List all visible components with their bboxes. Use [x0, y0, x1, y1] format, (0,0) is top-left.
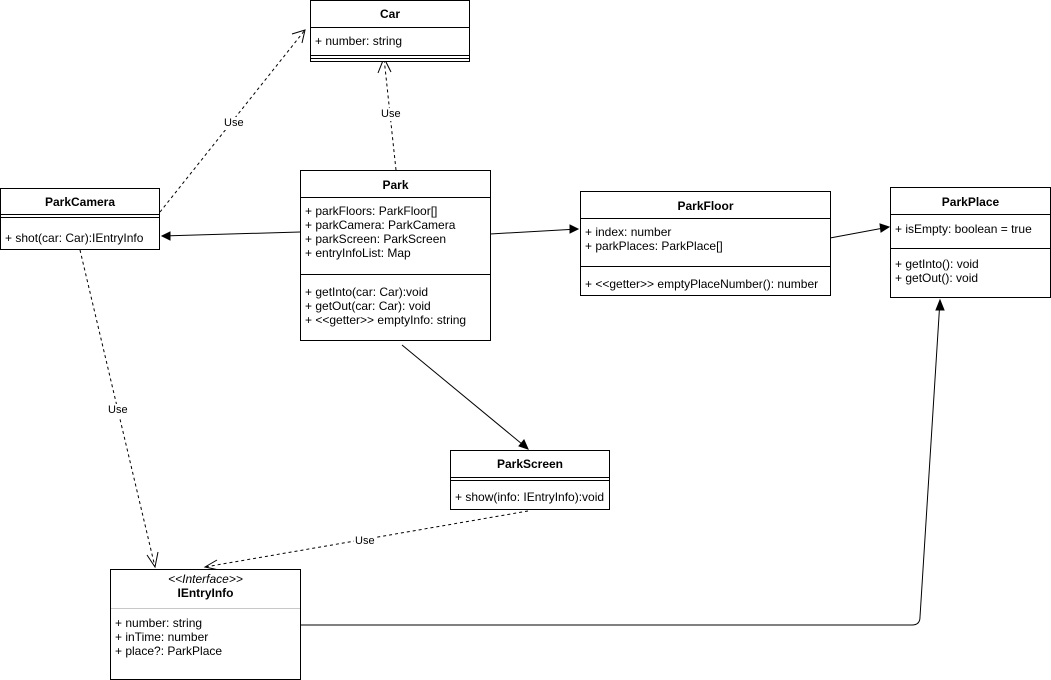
attributes-section: + index: number + parkPlaces: ParkPlace[…	[581, 218, 830, 253]
arrowhead-filled	[518, 439, 529, 450]
attribute: + parkCamera: ParkCamera	[305, 218, 456, 232]
class-name: <<Interface>> IEntryInfo	[111, 572, 300, 600]
arrowhead-filled	[879, 223, 891, 233]
arrowhead-open	[291, 29, 306, 44]
class-name: ParkScreen	[496, 457, 564, 471]
attribute: + place?: ParkPlace	[115, 644, 223, 658]
attribute: + index: number	[585, 225, 672, 239]
edge-park-to-camera	[161, 231, 301, 237]
method: + getOut(): void	[895, 271, 979, 285]
class-ientry-info[interactable]: <<Interface>> IEntryInfo + number: strin…	[110, 569, 301, 680]
arrowhead-filled	[935, 298, 945, 311]
edge-entry-to-place	[300, 299, 941, 626]
methods-section: + <<getter>> emptyPlaceNumber(): number	[581, 266, 830, 291]
arrowhead-filled	[569, 224, 580, 234]
attribute: + entryInfoList: Map	[305, 246, 411, 260]
edge-park-to-floor	[489, 228, 579, 235]
edge-label-camera-entry: Use	[107, 404, 129, 417]
attribute: + number: string	[315, 34, 403, 48]
arrowhead-open	[146, 551, 159, 569]
stereotype: <<Interface>>	[168, 572, 243, 586]
method: + getInto(car: Car):void	[305, 285, 429, 299]
method: + getOut(car: Car): void	[305, 299, 431, 313]
edge-floor-to-place	[829, 226, 890, 239]
method: + <<getter>> emptyPlaceNumber(): number	[585, 277, 819, 291]
class-park-camera[interactable]: ParkCamera + shot(car: Car):IEntryInfo	[0, 188, 160, 250]
edge-label-park-car: Use	[380, 108, 402, 121]
methods-section	[311, 55, 469, 59]
attributes-section: + number: string + inTime: number + plac…	[111, 608, 300, 658]
method: + getInto(): void	[895, 257, 979, 271]
arrowhead-filled	[160, 231, 171, 241]
class-park-place[interactable]: ParkPlace + isEmpty: boolean = true + ge…	[890, 187, 1051, 298]
class-park-screen[interactable]: ParkScreen + show(info: IEntryInfo):void	[450, 450, 610, 510]
attribute: + parkScreen: ParkScreen	[305, 232, 447, 246]
interface-name: IEntryInfo	[177, 586, 234, 600]
method: + show(info: IEntryInfo):void	[455, 490, 605, 504]
attribute: + parkPlaces: ParkPlace[]	[585, 239, 723, 253]
attribute: + isEmpty: boolean = true	[895, 222, 1032, 236]
attributes-section	[1, 214, 159, 218]
attributes-section	[451, 477, 609, 481]
attributes-section: + parkFloors: ParkFloor[] + parkCamera: …	[301, 197, 490, 260]
class-name: Park	[382, 178, 409, 192]
attribute: + inTime: number	[115, 630, 209, 644]
class-name: Car	[379, 7, 400, 21]
attribute: + number: string	[115, 616, 203, 630]
class-car[interactable]: Car + number: string	[310, 0, 470, 62]
method: + <<getter>> emptyInfo: string	[305, 313, 467, 327]
edge-label-camera-car: Use	[223, 117, 245, 130]
methods-section: + getInto(): void + getOut(): void	[891, 248, 1050, 285]
edge-park-to-screen	[401, 344, 529, 450]
edge-label-screen-entry: Use	[354, 535, 376, 548]
method: + shot(car: Car):IEntryInfo	[5, 231, 144, 245]
class-name: ParkFloor	[677, 199, 734, 213]
attribute: + parkFloors: ParkFloor[]	[305, 204, 438, 218]
attributes-section: + isEmpty: boolean = true	[891, 214, 1050, 236]
class-name: ParkCamera	[44, 195, 116, 209]
class-park-floor[interactable]: ParkFloor + index: number + parkPlaces: …	[580, 191, 831, 296]
class-name: ParkPlace	[941, 195, 1000, 209]
class-park[interactable]: Park + parkFloors: ParkFloor[] + parkCam…	[300, 170, 491, 341]
attributes-section: + number: string	[311, 27, 469, 48]
methods-section: + getInto(car: Car):void + getOut(car: C…	[301, 274, 490, 327]
